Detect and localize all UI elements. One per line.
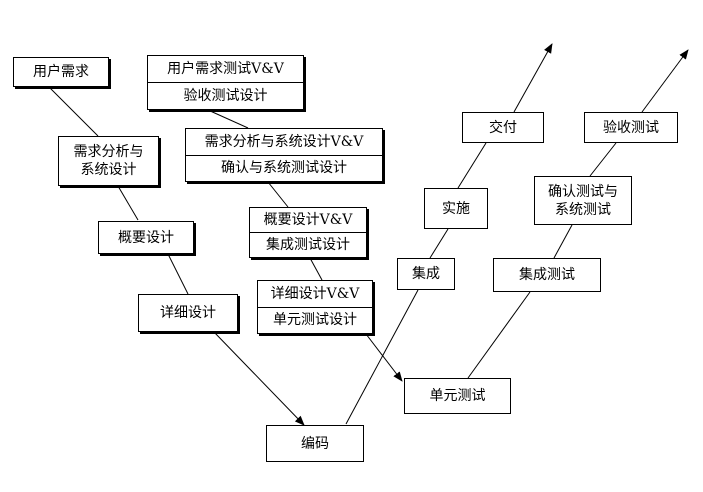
line-implementation-to-delivery xyxy=(457,142,487,189)
integration-test-label: 集成测试 xyxy=(519,267,575,283)
line-detailed-to-coding xyxy=(213,331,305,426)
line-analysis-vv-to-outline-vv xyxy=(267,181,289,208)
line-outline-to-detailed xyxy=(167,253,189,295)
implementation-box: 实施 xyxy=(424,188,488,229)
user-requirements-test-box: 用户需求测试V&V 验收测试设计 xyxy=(147,55,304,110)
integration-test-box: 集成测试 xyxy=(493,258,601,292)
delivery-label: 交付 xyxy=(489,119,517,136)
line-user-req-to-analysis xyxy=(47,85,99,137)
detailed-design-test-box: 详细设计V&V 单元测试设计 xyxy=(257,280,373,334)
unit-test-box: 单元测试 xyxy=(404,378,511,414)
delivery-box: 交付 xyxy=(462,112,544,143)
line-detailed-vv-to-unit-test xyxy=(365,333,403,382)
user-requirements-vv-label: 用户需求测试V&V xyxy=(167,61,284,77)
detailed-design-box: 详细设计 xyxy=(138,294,238,332)
line-unit-to-integration-test xyxy=(467,291,531,379)
user-requirements-box: 用户需求 xyxy=(13,57,109,87)
acceptance-test-label: 验收测试 xyxy=(603,119,659,136)
system-test-box: 确认测试与 系统测试 xyxy=(534,176,632,225)
outline-design-label: 概要设计 xyxy=(118,229,174,246)
line-delivery-arrow xyxy=(513,43,553,113)
line-coding-to-integration xyxy=(345,289,419,425)
coding-box: 编码 xyxy=(266,425,364,462)
detailed-design-vv-label: 详细设计V&V xyxy=(270,285,360,302)
outline-design-box: 概要设计 xyxy=(98,221,194,254)
line-acceptance-arrow xyxy=(641,49,689,113)
requirements-analysis-test-box: 需求分析与系统设计V&V 确认与系统测试设计 xyxy=(185,128,383,182)
line-uat-to-analysis-vv xyxy=(207,109,249,129)
requirements-analysis-line2: 系统设计 xyxy=(80,162,137,178)
integration-box: 集成 xyxy=(397,258,455,290)
detailed-design-label: 详细设计 xyxy=(160,305,216,321)
outline-design-test-box: 概要设计V&V 集成测试设计 xyxy=(249,207,367,258)
confirm-system-test-design-label: 确认与系统测试设计 xyxy=(186,154,382,182)
unit-test-label: 单元测试 xyxy=(429,388,486,404)
acceptance-test-design-label: 验收测试设计 xyxy=(148,82,303,109)
integration-test-design-label: 集成测试设计 xyxy=(250,232,366,257)
acceptance-test-box: 验收测试 xyxy=(584,112,678,143)
requirements-analysis-box: 需求分析与 系统设计 xyxy=(58,136,159,186)
coding-label: 编码 xyxy=(301,435,329,452)
outline-design-vv-label: 概要设计V&V xyxy=(263,212,353,228)
line-integration-to-implementation xyxy=(429,228,449,259)
implementation-label: 实施 xyxy=(442,200,470,217)
unit-test-design-label: 单元测试设计 xyxy=(258,306,372,334)
system-test-line1: 确认测试与 xyxy=(548,183,618,200)
system-test-line2: 系统测试 xyxy=(555,201,611,218)
analysis-design-vv-label: 需求分析与系统设计V&V xyxy=(204,133,364,150)
line-outline-vv-to-detailed-vv xyxy=(309,257,323,281)
line-system-test-to-acceptance xyxy=(589,142,617,177)
user-requirements-label: 用户需求 xyxy=(33,64,89,80)
line-analysis-to-outline xyxy=(117,185,139,221)
requirements-analysis-line1: 需求分析与 xyxy=(73,144,144,160)
line-integration-test-to-system-test xyxy=(553,224,573,259)
integration-label: 集成 xyxy=(412,266,440,282)
